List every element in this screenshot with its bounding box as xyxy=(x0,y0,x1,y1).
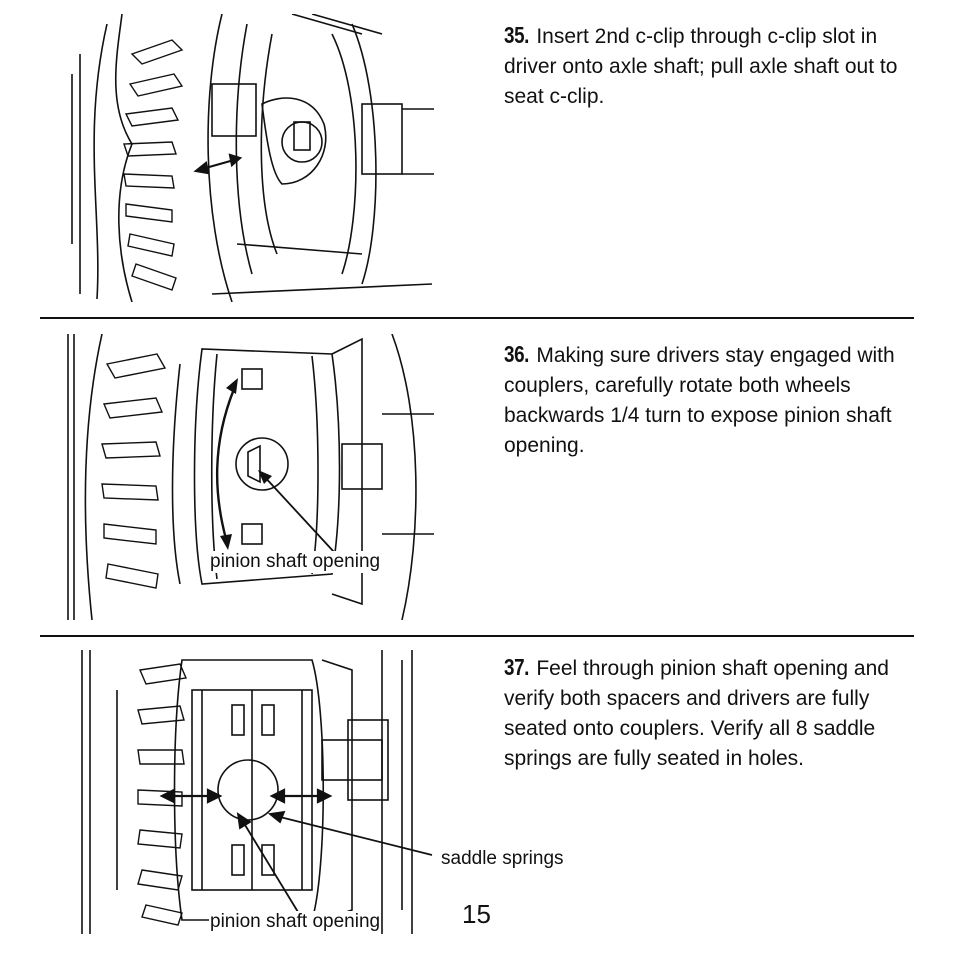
page-number: 15 xyxy=(462,899,491,929)
step-35: 35. Insert 2nd c-clip through c-clip slo… xyxy=(504,20,924,112)
step-text: Feel through pinion shaft opening and ve… xyxy=(504,657,889,770)
figure-step-36 xyxy=(67,334,434,620)
step-text: Making sure drivers stay engaged with co… xyxy=(504,344,895,457)
step-number: 36. xyxy=(504,341,529,367)
figure-step-37 xyxy=(81,650,433,934)
divider xyxy=(40,635,914,637)
step-36: 36. Making sure drivers stay engaged wit… xyxy=(504,339,924,461)
label-saddle-springs: saddle springs xyxy=(440,848,565,870)
label-pinion-shaft-opening-36: pinion shaft opening xyxy=(209,551,382,573)
figure-step-35 xyxy=(71,14,434,302)
step-number: 37. xyxy=(504,654,529,680)
step-37: 37. Feel through pinion shaft opening an… xyxy=(504,652,924,774)
divider xyxy=(40,317,914,319)
label-pinion-shaft-opening-37: pinion shaft opening xyxy=(209,911,382,933)
step-number: 35. xyxy=(504,22,529,48)
step-text: Insert 2nd c-clip through c-clip slot in… xyxy=(504,25,898,108)
